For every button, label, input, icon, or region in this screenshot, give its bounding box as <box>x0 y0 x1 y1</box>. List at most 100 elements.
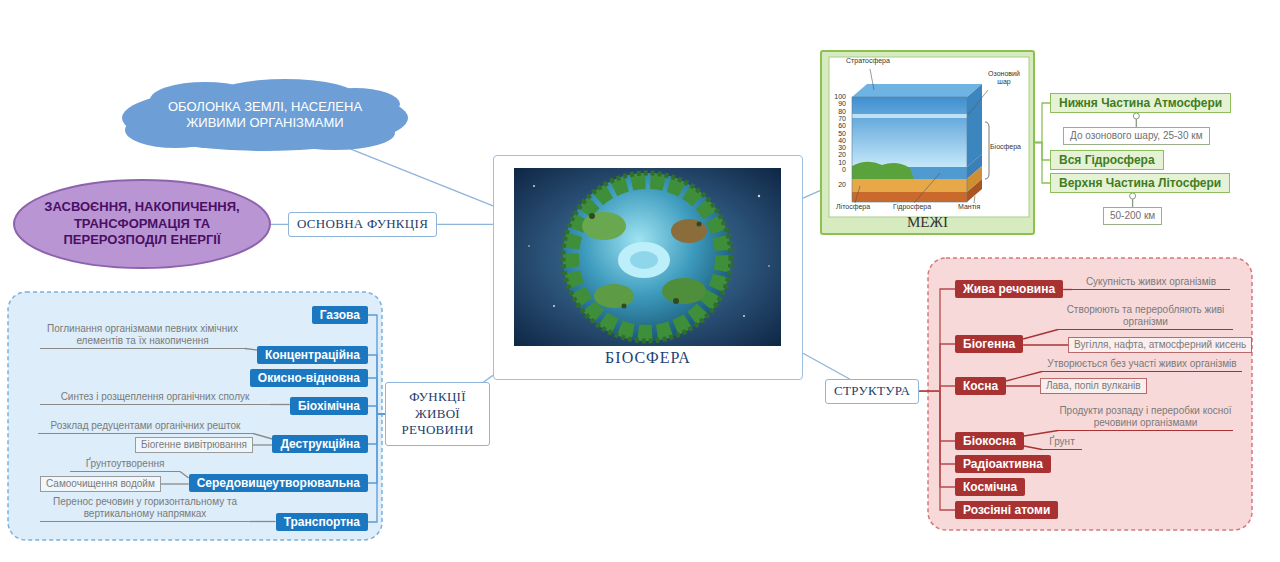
illustration-label: Мантія <box>958 203 980 211</box>
connector <box>1006 386 1040 387</box>
connector-line <box>1035 143 1050 184</box>
structure-box: Жива речовина <box>955 280 1063 298</box>
node-text: Розклад редуцентами органічних решток <box>38 420 253 432</box>
connector <box>919 289 955 391</box>
note-topic: Перенос речовин у горизонтальному та вер… <box>40 496 250 522</box>
connector-line <box>1023 330 1058 340</box>
illustration-label: Озоновий шар <box>984 70 1024 86</box>
connector-line <box>253 434 272 440</box>
connector-line <box>1023 344 1068 345</box>
connector <box>250 521 276 522</box>
node-text: Вся Гідросфера <box>1059 153 1155 167</box>
connector <box>245 349 257 351</box>
connector-line <box>1006 385 1040 386</box>
connector <box>803 191 820 199</box>
boundary-box: Верхня Частина Літосфери <box>1050 173 1230 193</box>
note-topic: Створюють та переробляють живі організми <box>1058 304 1233 330</box>
connector <box>268 224 288 225</box>
connector-line <box>336 143 493 206</box>
note-topic: Утворюється без участі живих організмів <box>1042 358 1242 372</box>
function-box: Концентраційна <box>257 346 368 364</box>
node-text: Нижня Частина Атмосфери <box>1059 96 1222 110</box>
node-text: Середовищеутворювальна <box>197 476 360 490</box>
node-text: Біогенна <box>963 337 1015 351</box>
connector-line <box>919 289 955 391</box>
connector <box>253 434 272 440</box>
illustration-label: 50 <box>828 130 846 138</box>
connector-line <box>1035 103 1050 143</box>
connector <box>180 472 189 479</box>
function-box: Деструкційна <box>272 435 368 453</box>
node-text: Біокосна <box>963 434 1016 448</box>
illustration-label: Літосфера <box>836 203 870 211</box>
connector <box>1063 289 1072 290</box>
node-text: Лава, попіл вулканів <box>1046 380 1141 392</box>
connector-line <box>368 315 385 414</box>
node-text: ОБОЛОНКА ЗЕМЛІ, НАСЕЛЕНА ЖИВИМИ ОРГАНІЗМ… <box>150 99 380 132</box>
connector-line <box>368 406 385 414</box>
node-text: МЕЖІ <box>907 213 948 231</box>
connector <box>803 353 850 379</box>
connector <box>1024 446 1042 450</box>
note-box: Лава, попіл вулканів <box>1040 378 1147 394</box>
planet-illustration <box>494 156 804 381</box>
connector <box>919 391 955 487</box>
central-topic: БІОСФЕРА <box>493 155 803 380</box>
connector-knob <box>1133 113 1139 119</box>
node-text: Синтез і розщеплення органічних сполук <box>40 391 270 403</box>
connector-line <box>919 386 955 391</box>
node-text: Деструкційна <box>280 437 360 451</box>
connector <box>368 315 385 414</box>
node-text: Ґрунт <box>1042 436 1082 448</box>
node-text: Самоочищення водойм <box>46 478 155 490</box>
connector-line <box>250 521 276 522</box>
connector <box>368 355 385 414</box>
connector-line <box>803 353 850 379</box>
connector <box>1130 193 1136 207</box>
connector <box>368 414 385 522</box>
function-box: Газова <box>312 306 368 324</box>
structure-box: Біокосна <box>955 432 1024 450</box>
note-box: Біогенне вивітрювання <box>135 437 253 453</box>
connector <box>1023 345 1068 346</box>
illustration-label: 10 <box>828 159 846 167</box>
connector <box>437 224 493 225</box>
connector <box>1133 113 1139 127</box>
structure-box: Радіоактивна <box>955 455 1051 473</box>
connector-line <box>270 404 290 405</box>
node-text: Верхня Частина Літосфери <box>1059 176 1221 190</box>
function-box: Окисно-відновна <box>250 369 368 387</box>
connector-line <box>919 344 955 391</box>
connector-line <box>484 375 494 382</box>
functions-region <box>8 292 382 540</box>
illustration-label: 80 <box>828 108 846 116</box>
illustration-label: 40 <box>828 137 846 145</box>
note-topic: Сукупність живих організмів <box>1072 276 1230 290</box>
node-text: Концентраційна <box>265 348 360 362</box>
node-text: Вугілля, нафта, атмосферний кисень <box>1074 339 1246 351</box>
illustration-label: Стратосфера <box>846 57 890 65</box>
connector-knob <box>1130 193 1136 199</box>
branch-box: СТРУКТУРА <box>825 379 919 404</box>
connector-line <box>245 349 257 351</box>
note-topic: Поглинання організмами певних хімічних е… <box>40 323 245 349</box>
connector <box>270 404 290 405</box>
connector-line <box>803 191 820 199</box>
definition-cloud: ОБОЛОНКА ЗЕМЛІ, НАСЕЛЕНА ЖИВИМИ ОРГАНІЗМ… <box>115 78 415 152</box>
node-text: ЗАСВОЄННЯ, НАКОПИЧЕННЯ, ТРАНСФОРМАЦІЯ ТА… <box>29 199 255 250</box>
note-topic: Синтез і розщеплення органічних сполук <box>40 391 270 405</box>
connector-line <box>437 224 493 225</box>
note-box: До озонового шару, 25-30 км <box>1063 127 1210 145</box>
connector <box>919 386 955 391</box>
boundary-box: Нижня Частина Атмосфери <box>1050 93 1231 113</box>
connector-line <box>1132 199 1133 207</box>
connector <box>1035 103 1050 143</box>
connector <box>919 391 955 464</box>
node-text: Розсіяні атоми <box>963 503 1050 517</box>
connector <box>484 375 494 382</box>
node-text: Сукупність живих організмів <box>1072 276 1230 288</box>
function-box: Біохімічна <box>290 397 368 415</box>
illustration-label: 0 <box>828 166 846 174</box>
node-text: Утворюється без участі живих організмів <box>1042 358 1242 370</box>
connector-line <box>1024 446 1042 450</box>
